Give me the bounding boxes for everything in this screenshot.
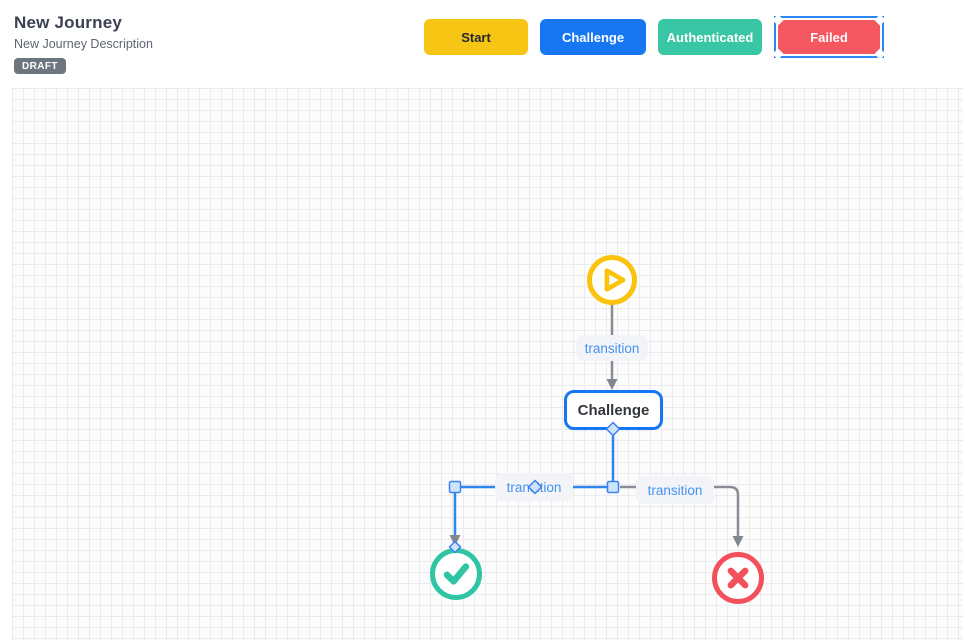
edge-label-transition-2[interactable]: transition [495, 473, 573, 501]
arrowhead-icon [449, 535, 461, 546]
journey-canvas[interactable]: transition transition transition Challen… [12, 88, 963, 640]
edge-label-transition-1[interactable]: transition [576, 335, 648, 361]
page-description: New Journey Description [14, 37, 153, 51]
status-badge: DRAFT [14, 58, 66, 74]
edge-label-transition-3[interactable]: transition [636, 476, 714, 504]
page-title: New Journey [14, 13, 123, 32]
authenticated-node[interactable] [430, 548, 482, 600]
node-palette: Start Challenge Authenticated Failed [424, 14, 886, 60]
arrowhead-icon [606, 379, 618, 390]
palette-button-authenticated[interactable]: Authenticated [658, 19, 762, 55]
start-node[interactable] [587, 255, 637, 305]
edge-handle-square-icon[interactable] [606, 480, 620, 494]
palette-button-challenge[interactable]: Challenge [540, 19, 646, 55]
play-icon [604, 268, 626, 292]
challenge-node-label: Challenge [577, 401, 650, 419]
edges-layer [449, 304, 744, 547]
handles-layer [448, 421, 621, 554]
palette-button-start[interactable]: Start [424, 19, 528, 55]
failed-node[interactable] [712, 552, 764, 604]
palette-button-failed[interactable]: Failed [778, 20, 880, 54]
header: New Journey New Journey Description DRAF… [0, 0, 978, 88]
palette-button-failed-selection: Failed [772, 14, 886, 60]
x-icon [727, 567, 749, 589]
arrowhead-icon [732, 536, 744, 547]
edge-handle-square-icon[interactable] [448, 480, 462, 494]
check-icon [443, 563, 470, 585]
challenge-node[interactable]: Challenge [564, 390, 663, 430]
